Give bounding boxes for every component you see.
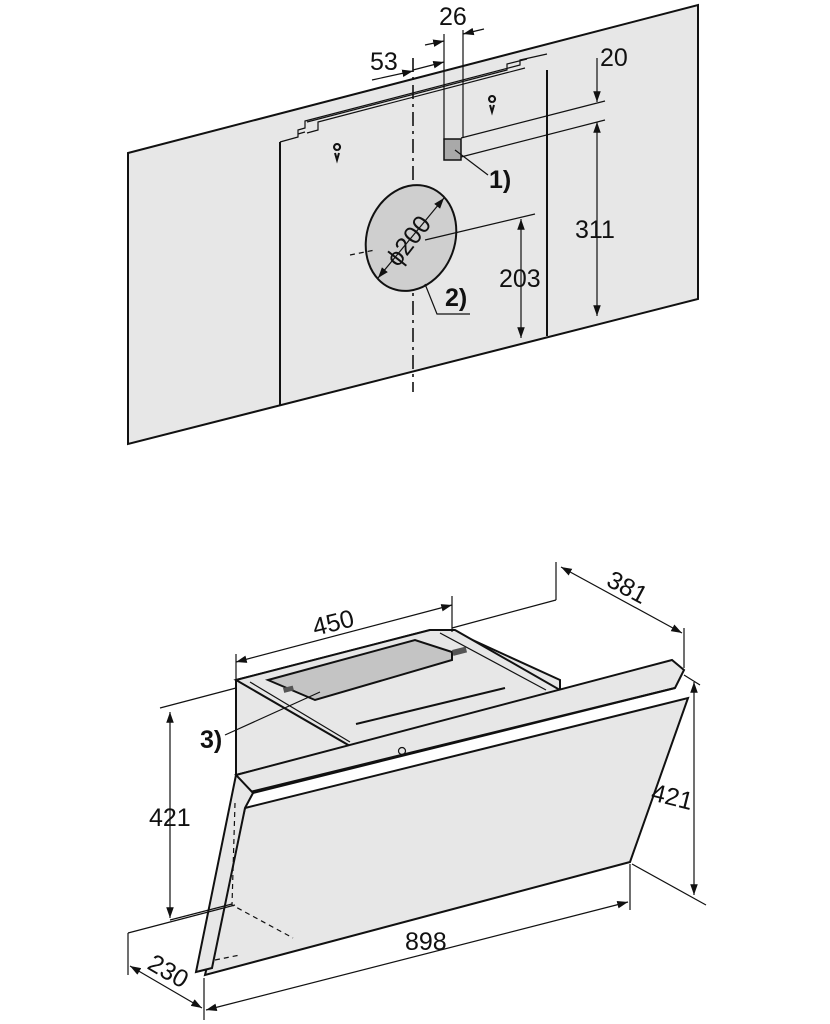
keyhole-icon bbox=[333, 143, 342, 164]
power-icon bbox=[397, 746, 407, 756]
dim-203-label: 203 bbox=[499, 265, 541, 293]
top-plate-rail bbox=[249, 681, 351, 743]
dim-26-arrow-left bbox=[424, 39, 445, 47]
wall-mounting-diagram: ϕ200 203 311 20 26 53 1) 2) bbox=[127, 3, 699, 446]
extension-line bbox=[460, 119, 606, 158]
dim-230-label: 230 bbox=[143, 949, 193, 994]
dim-898-label: 898 bbox=[405, 928, 447, 956]
dim-450-arrow bbox=[235, 604, 453, 663]
dim-53-arrow-right bbox=[412, 61, 445, 71]
dim-381-label: 381 bbox=[602, 566, 652, 610]
top-plate-rail bbox=[439, 632, 547, 691]
duct-center-extension bbox=[424, 213, 536, 241]
callout-3-label: 3) bbox=[200, 726, 222, 754]
mounting-bracket bbox=[279, 53, 548, 143]
dim-311-label: 311 bbox=[575, 216, 615, 244]
extension-line bbox=[631, 863, 707, 906]
callout-1-leader bbox=[454, 149, 489, 176]
extension-line bbox=[451, 599, 557, 629]
cap-edge bbox=[249, 687, 676, 793]
keyhole-icon bbox=[488, 95, 497, 116]
dim-26-label: 26 bbox=[439, 3, 467, 31]
dim-230-arrow bbox=[129, 965, 203, 1009]
dim-53-label: 53 bbox=[370, 48, 398, 76]
dim-898-arrow bbox=[205, 901, 629, 1011]
dim-381-arrow bbox=[560, 566, 683, 634]
callout-2-leader bbox=[424, 283, 470, 315]
callout-2-label: 2) bbox=[445, 284, 467, 312]
dim-20-label: 20 bbox=[600, 44, 628, 72]
control-sensor bbox=[451, 646, 468, 656]
cable-outlet bbox=[443, 138, 462, 161]
callout-1-label: 1) bbox=[489, 166, 511, 194]
dim-421-left-label: 421 bbox=[149, 804, 191, 832]
filter-slot bbox=[355, 687, 506, 725]
callout-3-leader bbox=[224, 691, 321, 736]
dim-26-arrow-right bbox=[462, 27, 485, 36]
filter-latch bbox=[283, 685, 294, 693]
diameter-arrow bbox=[377, 197, 445, 279]
extension-line bbox=[159, 687, 237, 709]
dim-450-label: 450 bbox=[310, 605, 357, 642]
extension-line bbox=[683, 674, 701, 686]
extension-line bbox=[127, 904, 236, 934]
hood-dimensions-diagram: 3) 450 381 421 421 898 230 bbox=[127, 562, 707, 1020]
duct-center-line bbox=[349, 249, 376, 256]
extension-line bbox=[460, 100, 606, 139]
dim-53-arrow bbox=[371, 69, 414, 81]
dim-421-right-label: 421 bbox=[649, 779, 696, 816]
